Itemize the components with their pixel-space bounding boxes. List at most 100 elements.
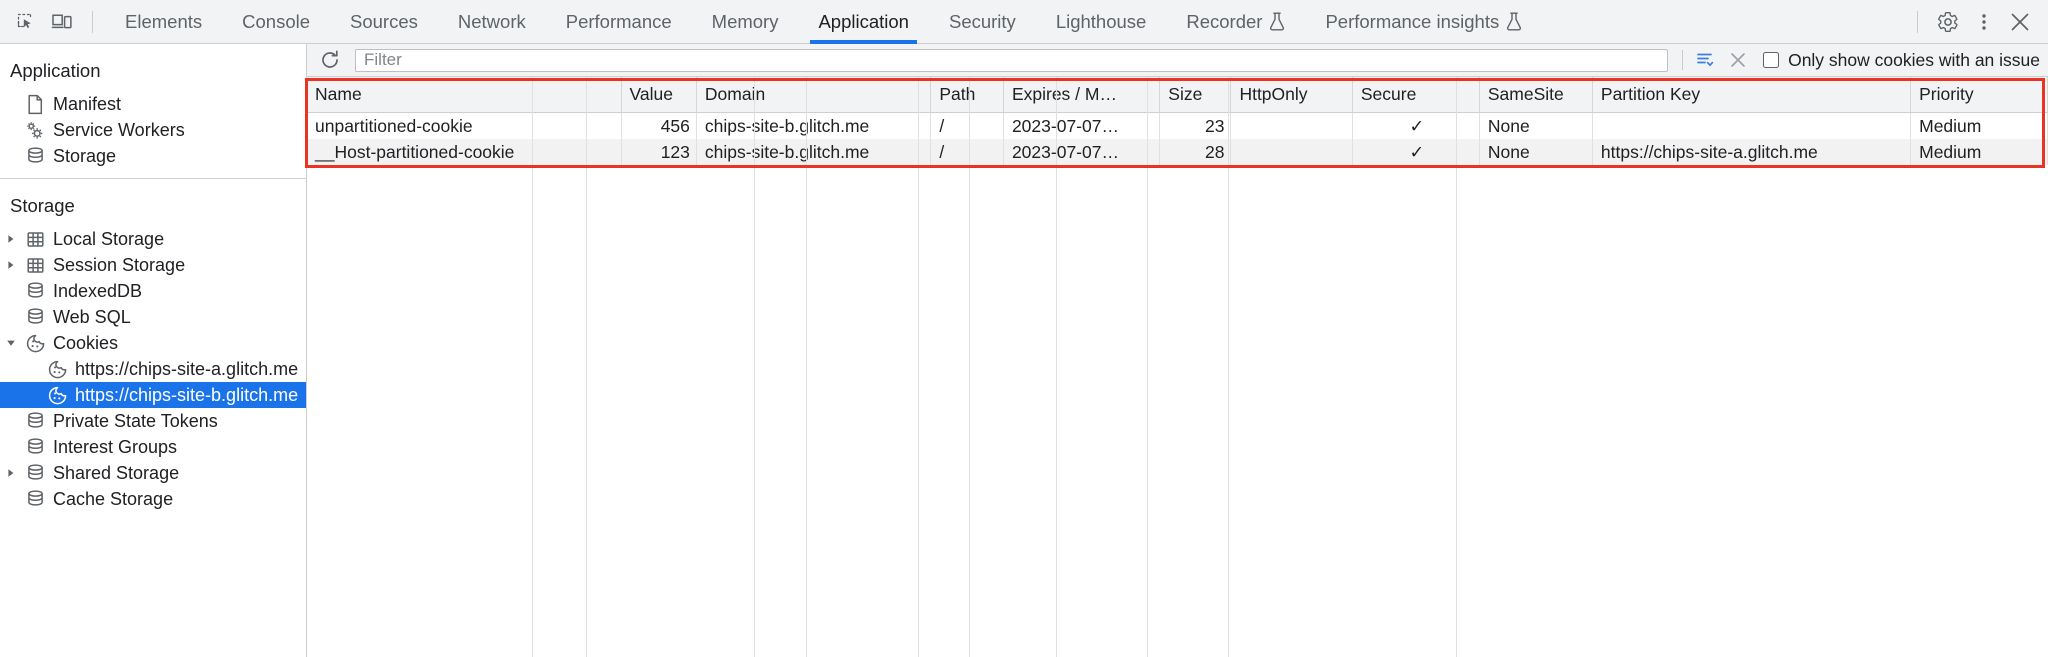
search-input[interactable] <box>355 48 1669 72</box>
chevron-down-icon[interactable] <box>0 337 22 349</box>
cell-value: 123 <box>621 138 697 165</box>
column-header-httponly[interactable]: HttpOnly <box>1230 77 1353 113</box>
tab-lighthouse[interactable]: Lighthouse <box>1036 0 1167 44</box>
cell-domain: chips-site-b.glitch.me <box>696 138 932 165</box>
sidebar-item-label: Web SQL <box>53 307 131 327</box>
sidebar-item-https-chips-site-a-glitch-me[interactable]: https://chips-site-a.glitch.me <box>0 356 306 382</box>
cell-priority: Medium <box>1910 138 2048 165</box>
database-icon <box>22 411 48 432</box>
tab-recorder[interactable]: Recorder <box>1166 0 1305 44</box>
tab-performance[interactable]: Performance <box>546 0 692 44</box>
tab-label: Elements <box>125 10 203 32</box>
sidebar-item-label: https://chips-site-a.glitch.me <box>75 359 299 379</box>
sidebar-item-label: Local Storage <box>53 229 165 249</box>
cell-samesite: None <box>1479 112 1593 139</box>
sidebar-item-private-state-tokens[interactable]: Private State Tokens <box>0 408 306 434</box>
sidebar-item-web-sql[interactable]: Web SQL <box>0 304 306 330</box>
sidebar-item-session-storage[interactable]: Session Storage <box>0 252 306 278</box>
tab-label: Security <box>948 10 1016 32</box>
sidebar-item-cache-storage[interactable]: Cache Storage <box>0 486 306 512</box>
cell-priority: Medium <box>1910 112 2048 139</box>
sidebar-item-interest-groups[interactable]: Interest Groups <box>0 434 306 460</box>
column-header-domain[interactable]: Domain <box>696 77 932 113</box>
sidebar-item-label: Service Workers <box>53 120 185 140</box>
sidebar-item-label: Private State Tokens <box>53 411 218 431</box>
column-header-priority[interactable]: Priority <box>1910 77 2048 113</box>
cell-size: 28 <box>1159 138 1232 165</box>
tab-label: Performance <box>565 10 672 32</box>
inspect-element-icon[interactable] <box>8 5 44 39</box>
gear-icon[interactable] <box>1930 5 1966 39</box>
tab-sources[interactable]: Sources <box>330 0 438 44</box>
only-show-issues-toggle[interactable]: Only show cookies with an issue <box>1757 50 2040 71</box>
cell-httponly <box>1230 138 1353 165</box>
refresh-icon[interactable] <box>317 47 343 73</box>
cell-partitionkey: https://chips-site-a.glitch.me <box>1592 138 1912 165</box>
devtools-main-toolbar: Elements Console Sources Network Performance… <box>0 0 2048 44</box>
cell-expires: 2023-07-07… <box>1003 138 1161 165</box>
column-header-samesite[interactable]: SameSite <box>1479 77 1593 113</box>
sidebar-item-manifest[interactable]: Manifest <box>0 91 306 117</box>
sidebar-item-label: Interest Groups <box>53 437 178 457</box>
tab-label: Sources <box>350 10 418 32</box>
column-header-path[interactable]: Path <box>930 77 1004 113</box>
tab-elements[interactable]: Elements <box>105 0 222 44</box>
chevron-right-icon[interactable] <box>0 467 22 479</box>
column-header-size[interactable]: Size <box>1159 77 1232 113</box>
sidebar-item-service-workers[interactable]: Service Workers <box>0 117 306 143</box>
clear-filtered-cookies-icon[interactable] <box>1693 47 1719 73</box>
tab-console[interactable]: Console <box>222 0 330 44</box>
chevron-right-icon[interactable] <box>0 259 22 271</box>
cell-name: unpartitioned-cookie <box>307 112 622 139</box>
column-header-name[interactable]: Name <box>307 77 622 113</box>
database-icon <box>22 281 48 302</box>
clear-all-cookies-icon[interactable] <box>1725 47 1751 73</box>
tab-application[interactable]: Application <box>798 0 929 44</box>
cell-size: 23 <box>1159 112 1232 139</box>
tab-security[interactable]: Security <box>929 0 1036 44</box>
device-toolbar-icon[interactable] <box>44 5 80 39</box>
close-icon[interactable] <box>2002 5 2038 39</box>
cookies-filter-toolbar: Only show cookies with an issue <box>307 44 2048 77</box>
only-show-issues-checkbox[interactable] <box>1763 52 1780 68</box>
toolbar-divider-right <box>1917 10 1918 33</box>
sidebar-item-indexeddb[interactable]: IndexedDB <box>0 278 306 304</box>
table-icon <box>22 255 48 276</box>
sidebar-item-storage[interactable]: Storage <box>0 143 306 169</box>
toolbar-divider <box>92 10 93 33</box>
column-header-partitionkey[interactable]: Partition Key <box>1592 77 1912 113</box>
tab-network[interactable]: Network <box>438 0 546 44</box>
column-header-value[interactable]: Value <box>621 77 697 113</box>
sidebar-item-shared-storage[interactable]: Shared Storage <box>0 460 306 486</box>
database-icon <box>22 463 48 484</box>
column-header-expires[interactable]: Expires / M… <box>1003 77 1161 113</box>
tab-performance-insights[interactable]: Performance insights <box>1305 0 1542 44</box>
tab-label: Performance insights <box>1325 10 1500 32</box>
sidebar-item-label: Session Storage <box>53 255 186 275</box>
cookie-icon <box>44 359 70 380</box>
column-header-secure[interactable]: Secure <box>1352 77 1480 113</box>
cell-path: / <box>930 112 1004 139</box>
sidebar-item-label: Shared Storage <box>53 463 180 483</box>
chevron-right-icon[interactable] <box>0 233 22 245</box>
filterbar-divider <box>1682 50 1684 70</box>
tab-label: Application <box>818 10 909 32</box>
sidebar-item-cookies[interactable]: Cookies <box>0 330 306 356</box>
sidebar-item-local-storage[interactable]: Local Storage <box>0 226 306 252</box>
sidebar-section-title: Storage <box>10 195 75 216</box>
tab-label: Lighthouse <box>1055 10 1147 32</box>
cell-secure: ✓ <box>1352 112 1480 139</box>
tab-label: Network <box>457 10 526 32</box>
tab-memory[interactable]: Memory <box>692 0 799 44</box>
only-show-issues-label: Only show cookies with an issue <box>1788 49 2040 70</box>
more-vertical-icon[interactable] <box>1966 5 2002 39</box>
sidebar-item-https-chips-site-b-glitch-me[interactable]: https://chips-site-b.glitch.me <box>0 382 306 408</box>
